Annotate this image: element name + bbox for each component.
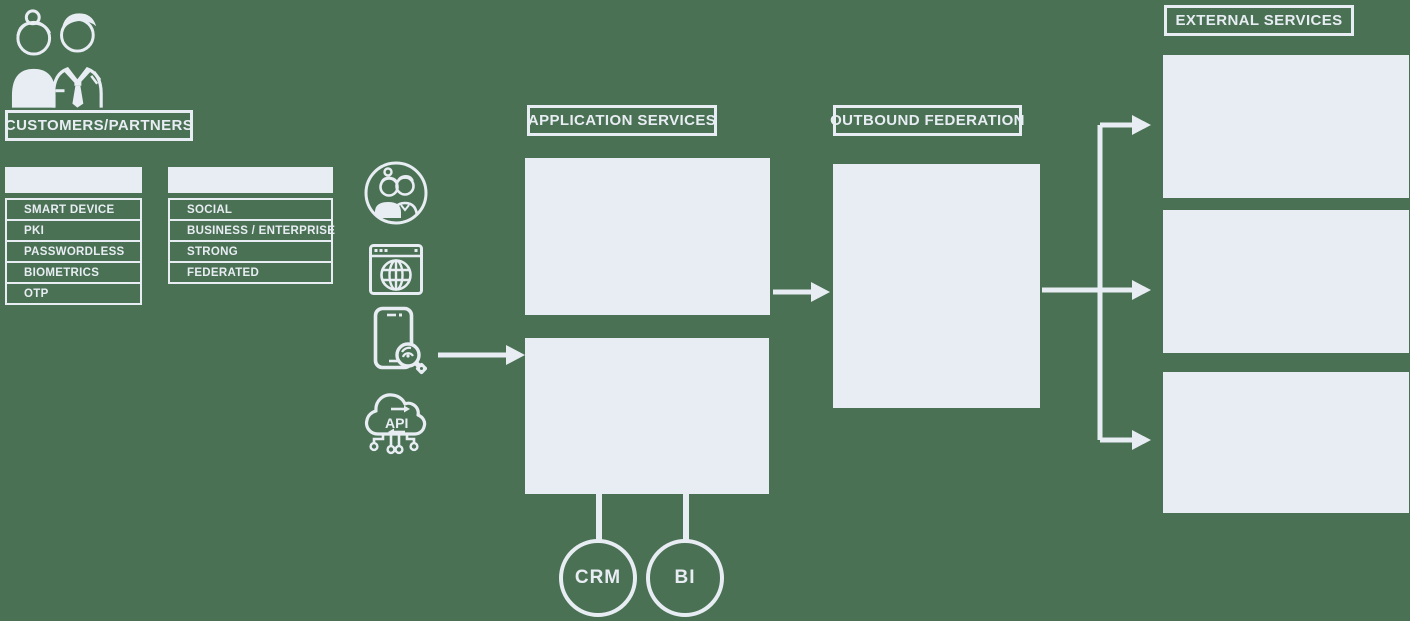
application-services-label: APPLICATION SERVICES <box>527 105 717 136</box>
auth-methods-list: SMART DEVICE PKI PASSWORDLESS BIOMETRICS… <box>5 167 142 305</box>
external-services-label-text: EXTERNAL SERVICES <box>1175 12 1343 29</box>
customers-partners-label: CUSTOMERS/PARTNERS <box>5 110 193 141</box>
arrowhead <box>811 282 830 302</box>
mobile-scan-icon <box>367 306 427 376</box>
list-item-label: SMART DEVICE <box>24 203 115 216</box>
outbound-federation-box <box>833 164 1040 408</box>
list-item-label: BIOMETRICS <box>24 266 100 279</box>
customers-partners-illustration-icon <box>6 8 120 108</box>
external-service-box-1 <box>1163 55 1409 198</box>
list-item-label: PASSWORDLESS <box>24 245 125 258</box>
customers-partners-label-text: CUSTOMERS/PARTNERS <box>4 117 194 134</box>
web-browser-globe-icon <box>368 241 424 299</box>
bi-circle: BI <box>646 539 724 617</box>
api-cloud-text: API <box>385 415 408 431</box>
list-item-label: FEDERATED <box>187 266 260 279</box>
auth-methods-list-header <box>5 167 142 193</box>
users-circle-icon <box>363 160 429 226</box>
bi-label: BI <box>674 567 696 588</box>
outbound-federation-label-text: OUTBOUND FEDERATION <box>830 112 1025 129</box>
application-service-box-2 <box>525 338 769 494</box>
list-item-label: BUSINESS / ENTERPRISE <box>187 224 336 237</box>
list-item-label: SOCIAL <box>187 203 233 216</box>
outbound-federation-label: OUTBOUND FEDERATION <box>830 105 1025 136</box>
arrowhead <box>1132 115 1151 135</box>
crm-circle: CRM <box>559 539 637 617</box>
external-services-label: EXTERNAL SERVICES <box>1164 5 1354 36</box>
external-service-box-2 <box>1163 210 1409 353</box>
auth-types-list: SOCIAL BUSINESS / ENTERPRISE STRONG FEDE… <box>168 167 336 284</box>
list-item: FEDERATED <box>168 261 333 284</box>
list-item-label: OTP <box>24 287 49 300</box>
list-item-label: STRONG <box>187 245 238 258</box>
application-services-label-text: APPLICATION SERVICES <box>527 112 717 129</box>
auth-types-list-header <box>168 167 333 193</box>
application-service-box-1 <box>525 158 770 315</box>
external-service-box-3 <box>1163 372 1409 513</box>
arrowhead <box>1132 280 1151 300</box>
list-item: OTP <box>5 282 142 305</box>
arrowhead <box>506 345 525 365</box>
crm-label: CRM <box>574 567 622 588</box>
api-cloud-icon: API <box>361 383 433 455</box>
arrowhead <box>1132 430 1151 450</box>
list-item-label: PKI <box>24 224 45 237</box>
